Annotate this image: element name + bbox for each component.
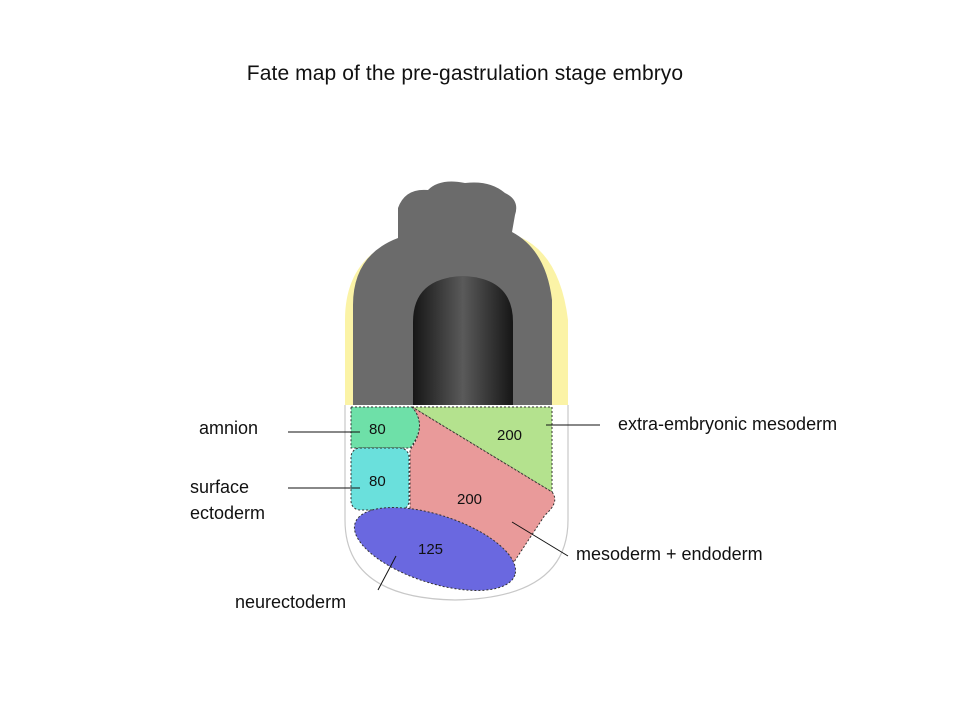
surface-ectoderm-label-line1: surface bbox=[190, 477, 249, 497]
surface-ectoderm-value: 80 bbox=[369, 473, 386, 490]
amnion-label: amnion bbox=[199, 418, 258, 438]
extra-embryonic-mesoderm-label: extra-embryonic mesoderm bbox=[618, 414, 837, 434]
extra-embryonic-mesoderm-value: 200 bbox=[497, 427, 522, 444]
slide-title: Fate map of the pre-gastrulation stage e… bbox=[246, 62, 684, 85]
surface-ectoderm-label-line2: ectoderm bbox=[190, 503, 265, 523]
mesoderm-endoderm-value: 200 bbox=[457, 491, 482, 508]
neurectoderm-callout-line bbox=[377, 555, 397, 591]
proamniotic-cavity bbox=[413, 276, 513, 405]
mesoderm-endoderm-callout-line bbox=[511, 521, 569, 557]
mesoderm-endoderm-label: mesoderm + endoderm bbox=[576, 544, 763, 564]
region-neurectoderm bbox=[353, 507, 517, 591]
amnion-value: 80 bbox=[369, 421, 386, 438]
neurectoderm-value: 125 bbox=[418, 541, 443, 558]
neurectoderm-label: neurectoderm bbox=[235, 592, 346, 612]
